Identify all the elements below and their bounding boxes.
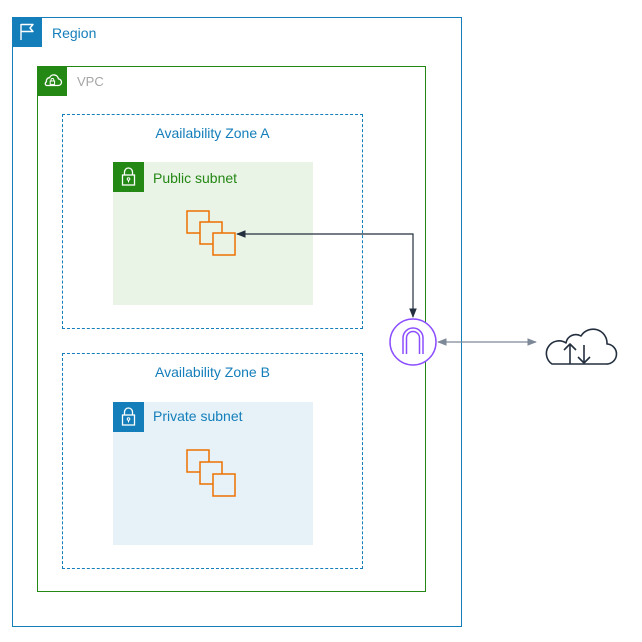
region-label: Region <box>52 25 97 41</box>
flag-icon <box>12 17 42 47</box>
padlock-icon <box>113 402 144 432</box>
instance-gateway-connector <box>236 230 417 318</box>
availability-zone-b-label: Availability Zone B <box>155 364 270 380</box>
instances-icon <box>186 449 236 497</box>
availability-zone-a <box>62 114 363 329</box>
padlock-icon <box>113 162 144 192</box>
availability-zone-a-label: Availability Zone A <box>155 125 270 141</box>
cloud-lock-icon <box>37 66 67 96</box>
vpc-label: VPC <box>77 74 104 89</box>
private-subnet-label: Private subnet <box>153 408 243 424</box>
instances-icon <box>186 210 236 256</box>
internet-gateway-icon <box>389 318 437 366</box>
public-subnet-label: Public subnet <box>153 170 238 186</box>
region-container <box>12 17 462 627</box>
availability-zone-b <box>62 353 363 569</box>
cloud-upload-download-icon <box>545 328 618 365</box>
